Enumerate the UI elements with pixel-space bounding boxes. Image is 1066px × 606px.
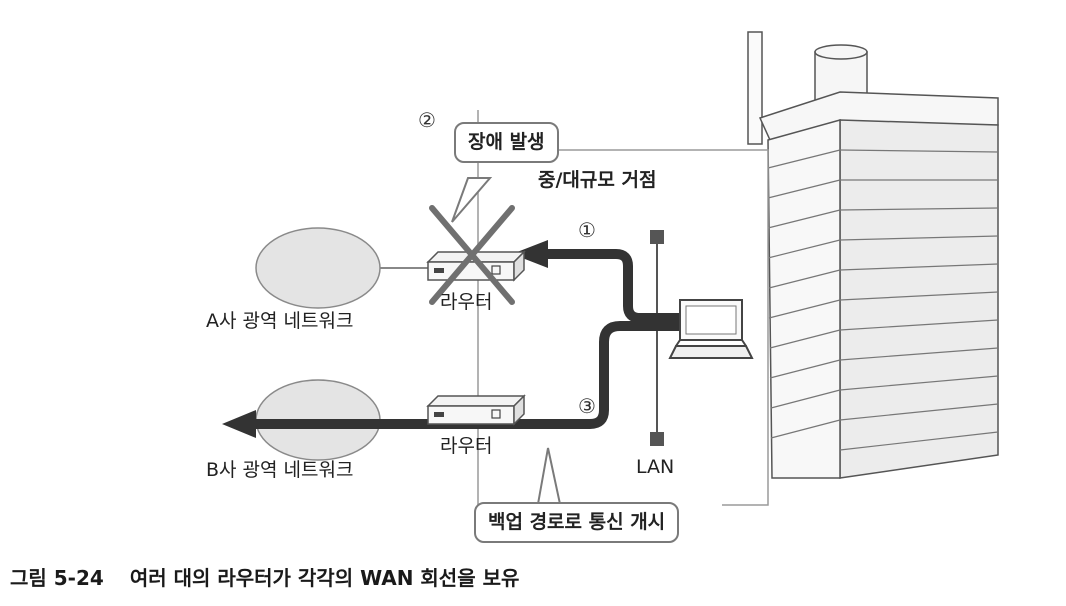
path-three bbox=[252, 321, 680, 429]
path-one bbox=[545, 249, 680, 323]
step-three: ③ bbox=[578, 394, 596, 418]
site-label: 중/대규모 거점 bbox=[530, 165, 665, 196]
arrow-one bbox=[512, 240, 548, 268]
network-a-cloud bbox=[255, 227, 381, 309]
failure-callout-pointer bbox=[451, 177, 493, 223]
arrow-three bbox=[222, 410, 256, 438]
laptop bbox=[668, 299, 754, 359]
lan-terminator-top bbox=[650, 230, 664, 244]
figure-title: 여러 대의 라우터가 각각의 WAN 회선을 보유 bbox=[129, 566, 520, 590]
figure-number: 그림 5-24 bbox=[10, 566, 104, 590]
router-b bbox=[426, 394, 526, 426]
lan-terminator-bottom bbox=[650, 432, 664, 446]
failure-callout: 장애 발생 bbox=[454, 122, 559, 163]
step-one: ① bbox=[578, 218, 596, 242]
failure-cross bbox=[429, 205, 515, 305]
network-a-label: A사 광역 네트워크 bbox=[206, 310, 354, 332]
figure-caption: 그림 5-24 여러 대의 라우터가 각각의 WAN 회선을 보유 bbox=[10, 568, 519, 588]
router-a-label: 라우터 bbox=[440, 291, 493, 313]
lan-label: LAN bbox=[636, 456, 675, 478]
router-b-label: 라우터 bbox=[440, 435, 493, 457]
step-two: ② bbox=[418, 108, 436, 132]
backup-callout-pointer bbox=[536, 447, 562, 505]
building bbox=[747, 31, 999, 479]
network-b-label: B사 광역 네트워크 bbox=[206, 459, 354, 481]
backup-callout: 백업 경로로 통신 개시 bbox=[474, 502, 680, 543]
